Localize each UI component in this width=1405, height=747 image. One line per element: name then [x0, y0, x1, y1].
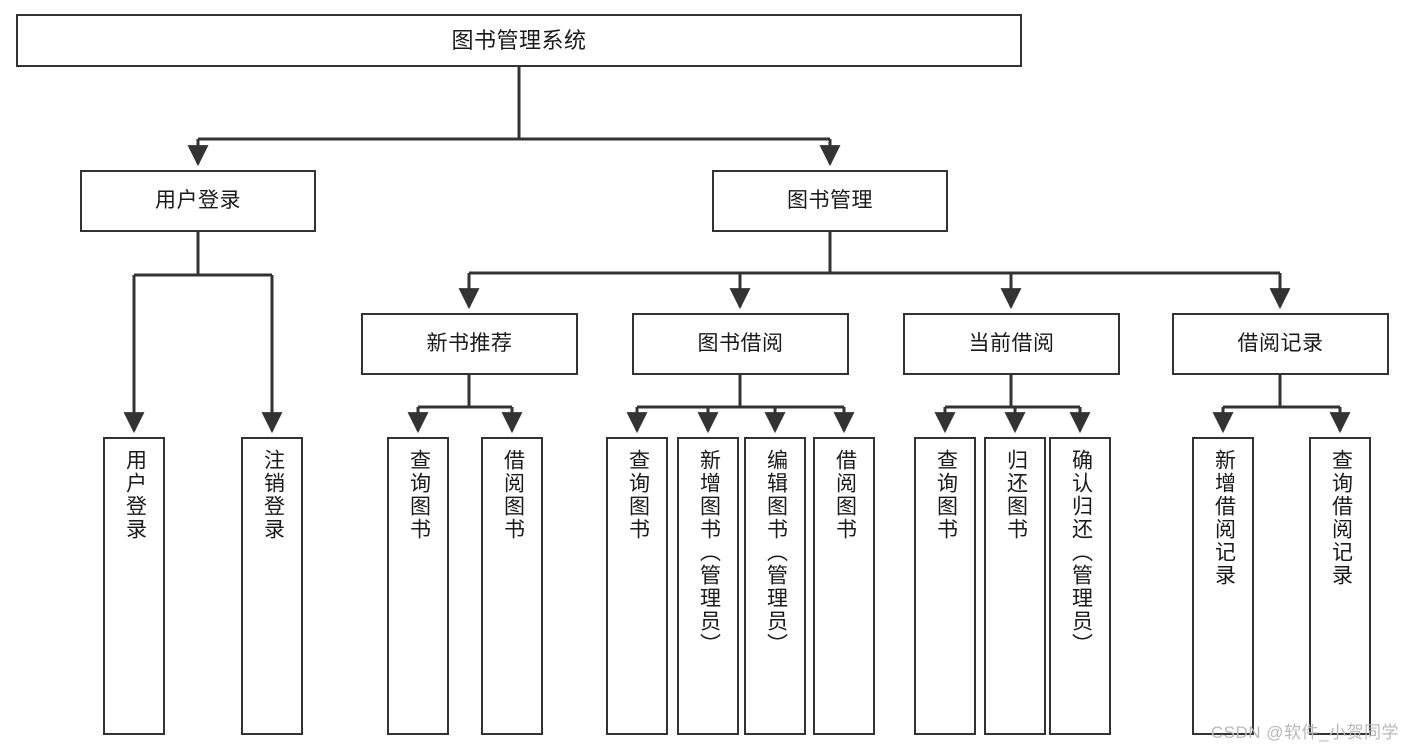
node-leaf-query-book-2[interactable]: 查询图书: [606, 437, 668, 735]
node-new-book-rec-label: 新书推荐: [426, 331, 513, 355]
node-leaf-add-record[interactable]: 新增借阅记录: [1192, 437, 1254, 735]
node-book-manage[interactable]: 图书管理: [712, 170, 948, 232]
node-leaf-add-book[interactable]: 新增图书（管理员）: [677, 437, 739, 735]
node-book-borrow[interactable]: 图书借阅: [632, 313, 849, 375]
node-leaf-confirm-return[interactable]: 确认归还（管理员）: [1049, 437, 1111, 735]
node-leaf-query-record[interactable]: 查询借阅记录: [1309, 437, 1371, 735]
node-leaf-confirm-return-label: 确认归还（管理员）: [1069, 449, 1093, 656]
node-leaf-user-logout-label: 注销登录: [261, 449, 285, 541]
node-root[interactable]: 图书管理系统: [16, 14, 1022, 67]
node-current-borrow[interactable]: 当前借阅: [903, 313, 1120, 375]
node-leaf-return-book-label: 归还图书: [1004, 449, 1028, 541]
node-leaf-edit-book[interactable]: 编辑图书（管理员）: [744, 437, 806, 735]
node-leaf-query-book-3-label: 查询图书: [934, 449, 958, 541]
node-leaf-return-book[interactable]: 归还图书: [984, 437, 1046, 735]
node-root-label: 图书管理系统: [451, 27, 587, 53]
node-leaf-query-book-3[interactable]: 查询图书: [914, 437, 976, 735]
node-user-login-label: 用户登录: [155, 188, 241, 212]
node-book-borrow-label: 图书借阅: [697, 331, 784, 355]
node-leaf-user-logout[interactable]: 注销登录: [241, 437, 303, 735]
node-leaf-borrow-book-1-label: 借阅图书: [501, 449, 525, 541]
node-user-login[interactable]: 用户登录: [80, 170, 316, 232]
node-leaf-query-book-1-label: 查询图书: [407, 449, 431, 541]
node-leaf-borrow-book-2-label: 借阅图书: [833, 449, 857, 541]
watermark: CSDN @软件_小贺同学: [1210, 723, 1399, 742]
node-leaf-edit-book-label: 编辑图书（管理员）: [764, 449, 788, 656]
node-leaf-add-record-label: 新增借阅记录: [1212, 449, 1236, 587]
node-leaf-query-book-2-label: 查询图书: [626, 449, 650, 541]
node-leaf-user-login-label: 用户登录: [123, 449, 147, 541]
node-borrow-record[interactable]: 借阅记录: [1172, 313, 1389, 375]
node-leaf-add-book-label: 新增图书（管理员）: [697, 449, 721, 656]
node-leaf-user-login[interactable]: 用户登录: [103, 437, 165, 735]
node-leaf-borrow-book-1[interactable]: 借阅图书: [481, 437, 543, 735]
node-leaf-query-book-1[interactable]: 查询图书: [387, 437, 449, 735]
node-book-manage-label: 图书管理: [787, 188, 873, 212]
node-borrow-record-label: 借阅记录: [1237, 331, 1324, 355]
node-new-book-rec[interactable]: 新书推荐: [361, 313, 578, 375]
node-leaf-query-record-label: 查询借阅记录: [1329, 449, 1353, 587]
node-leaf-borrow-book-2[interactable]: 借阅图书: [813, 437, 875, 735]
node-current-borrow-label: 当前借阅: [968, 331, 1055, 355]
